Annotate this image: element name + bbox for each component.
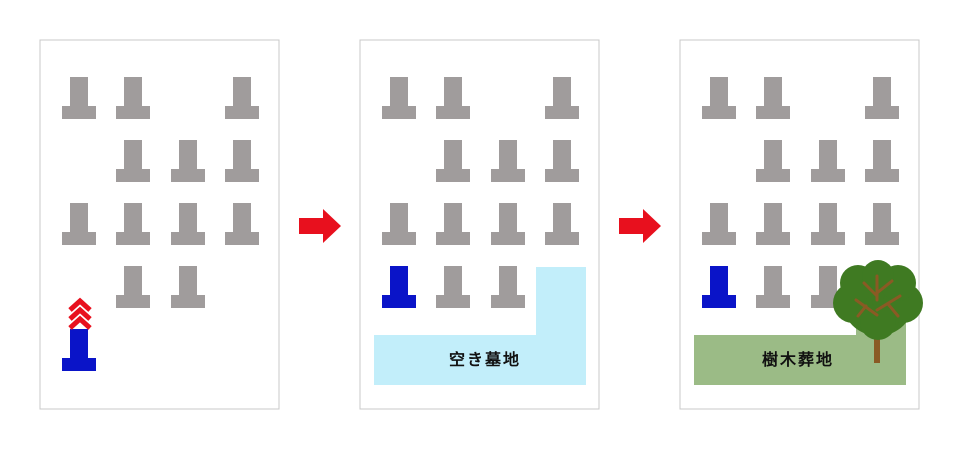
gravestone-icon (756, 140, 790, 182)
gravestone-icon (811, 140, 845, 182)
vacant-plot-label: 空き墓地 (449, 350, 521, 369)
gravestone-icon (756, 266, 790, 308)
gravestone-icon (436, 140, 470, 182)
moved-gravestones-layer (62, 266, 736, 371)
gravestone-icon (545, 77, 579, 119)
gravestone-icon (225, 77, 259, 119)
gravestone-icon (491, 140, 525, 182)
gravestone-icon (865, 77, 899, 119)
gravestone-icon (491, 203, 525, 245)
tree-burial-area (694, 267, 906, 385)
gravestone-icon (171, 203, 205, 245)
right-arrow-icon (619, 209, 661, 243)
gravestone-icon (865, 140, 899, 182)
gravestone-icon (545, 203, 579, 245)
gravestone-icon (436, 266, 470, 308)
moved-gravestone-icon (382, 266, 416, 308)
gravestone-icon (116, 77, 150, 119)
gravestone-icon (545, 140, 579, 182)
gravestone-icon (171, 140, 205, 182)
gravestone-icon (171, 266, 205, 308)
gravestone-icon (225, 203, 259, 245)
gravestone-icon (116, 140, 150, 182)
right-arrow-icon (299, 209, 341, 243)
vacant-plot-area (374, 267, 586, 385)
chevron-up-icon (68, 297, 92, 330)
gravestone-icon (116, 203, 150, 245)
gravestone-icon (382, 77, 416, 119)
gravestone-icon (702, 203, 736, 245)
gravestone-icon (436, 203, 470, 245)
tree-crown-part (860, 304, 896, 340)
chevron-2 (68, 306, 92, 321)
gravestone-icon (491, 266, 525, 308)
gravestone-icon (756, 203, 790, 245)
chevron-1 (68, 297, 92, 312)
gravestone-icon (811, 203, 845, 245)
gravestone-icon (225, 140, 259, 182)
gravestone-icon (702, 77, 736, 119)
gravestones-layer (62, 77, 899, 308)
moved-gravestone-icon (702, 266, 736, 308)
tree-branches (854, 274, 902, 318)
gravestone-icon (382, 203, 416, 245)
gravestone-icon (116, 266, 150, 308)
moved-gravestone-icon (62, 329, 96, 371)
gravestone-icon (865, 203, 899, 245)
gravestone-icon (436, 77, 470, 119)
gravestone-icon (62, 77, 96, 119)
chevron-3 (68, 315, 92, 330)
gravestone-icon (62, 203, 96, 245)
tree-icon (833, 260, 923, 363)
gravestone-icon (756, 77, 790, 119)
tree-burial-label: 樹木葬地 (762, 350, 834, 369)
